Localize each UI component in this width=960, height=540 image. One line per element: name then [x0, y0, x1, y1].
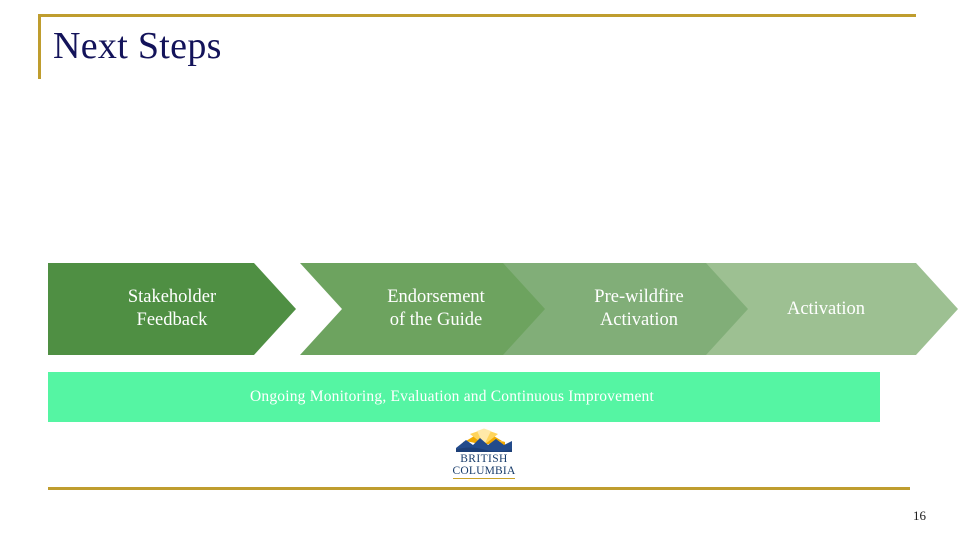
bc-wordmark: BRITISH COLUMBIA: [446, 453, 522, 477]
ongoing-monitoring-label: Ongoing Monitoring, Evaluation and Conti…: [249, 388, 655, 405]
page-number: 16: [913, 508, 926, 523]
process-step-label-line2: of the Guide: [389, 310, 483, 330]
process-step-label-line2: Activation: [599, 310, 679, 330]
bc-logo-mark: [456, 428, 512, 452]
process-step-label-line1: Stakeholder: [127, 287, 217, 308]
process-step-label-line1: Endorsement: [387, 287, 485, 308]
bc-wordmark-line2: COLUMBIA: [452, 464, 516, 477]
bc-logo-underline: [453, 478, 515, 479]
ongoing-monitoring-banner: Ongoing Monitoring, Evaluation and Conti…: [48, 372, 880, 422]
process-step-label-line2: Feedback: [136, 310, 208, 330]
process-chevron-band: Stakeholder Feedback Endorsement of the …: [48, 263, 958, 355]
process-step-label: Stakeholder Feedback: [124, 286, 220, 331]
title-top-rule: [38, 14, 916, 17]
process-step-endorsement-of-the-guide[interactable]: Endorsement of the Guide: [300, 263, 548, 355]
process-step-stakeholder-feedback[interactable]: Stakeholder Feedback: [48, 263, 296, 355]
process-step-activation[interactable]: Activation: [706, 263, 958, 355]
page-title: Next Steps: [53, 25, 222, 67]
title-left-rule: [38, 14, 41, 79]
process-step-label: Activation: [783, 298, 869, 321]
british-columbia-logo: BRITISH COLUMBIA: [446, 428, 522, 479]
mountain-icon: [456, 438, 512, 452]
process-step-label: Pre-wildfire Activation: [590, 286, 687, 331]
process-step-label-line1: Pre-wildfire: [594, 287, 684, 308]
process-step-label: Endorsement of the Guide: [383, 286, 489, 331]
bc-wordmark-line1: BRITISH: [460, 453, 508, 465]
process-step-label-line1: Activation: [786, 298, 866, 319]
footer-rule: [48, 487, 910, 490]
